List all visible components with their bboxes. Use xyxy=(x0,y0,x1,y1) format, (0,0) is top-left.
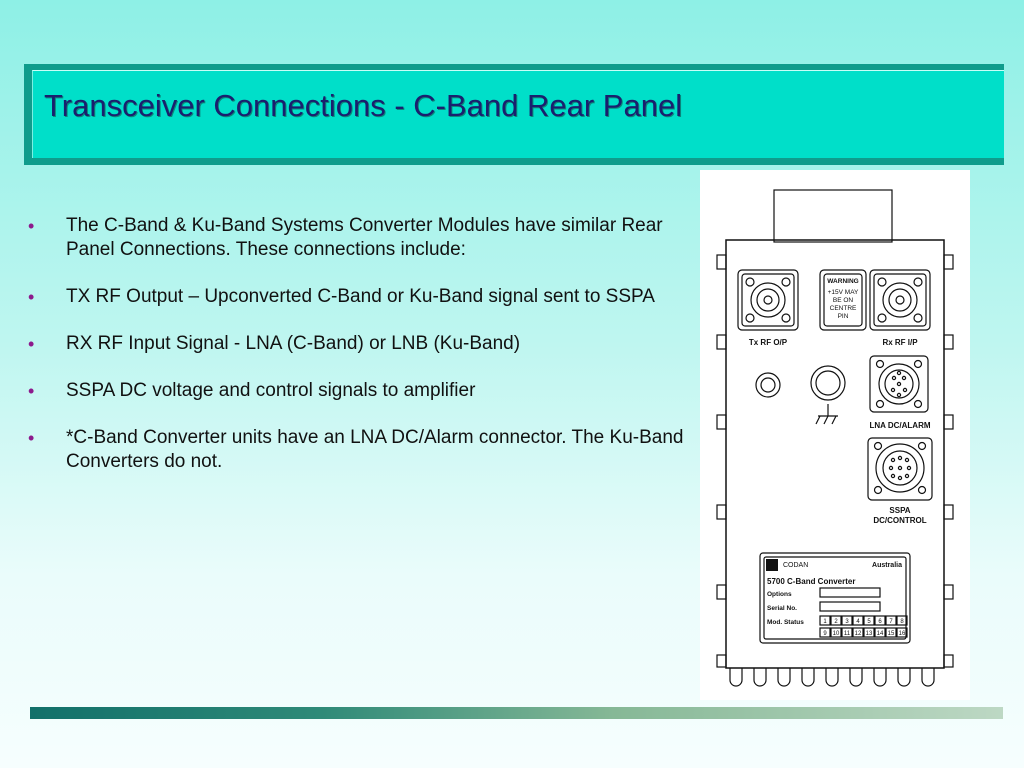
bullet-item: • RX RF Input Signal - LNA (C-Band) or LN… xyxy=(28,332,688,356)
tx-label: Tx RF O/P xyxy=(749,338,788,347)
status-number: 3 xyxy=(845,619,849,625)
bullet-icon: • xyxy=(28,216,35,236)
bullet-list: • The C-Band & Ku-Band Systems Converter … xyxy=(28,214,688,497)
status-number: 5 xyxy=(867,619,871,625)
warning-line: CENTRE xyxy=(830,305,857,312)
status-number: 16 xyxy=(899,631,906,637)
rear-panel-drawing: WARNING +15V MAY BE ON CENTRE PIN Tx RF … xyxy=(716,189,954,687)
bullet-item: • TX RF Output – Upconverted C-Band or Ku… xyxy=(28,285,688,309)
lna-connector-icon xyxy=(869,355,929,413)
name-plate xyxy=(759,552,911,644)
status-number: 13 xyxy=(866,631,873,637)
warning-line: +15V MAY xyxy=(828,289,859,296)
plate-brand: CODAN xyxy=(783,562,808,569)
panel-feet xyxy=(729,668,935,687)
plate-country: Australia xyxy=(872,562,902,569)
status-number: 11 xyxy=(844,631,851,637)
lna-label: LNA DC/ALARM xyxy=(869,421,930,430)
round-connector-icon xyxy=(755,372,781,398)
status-number: 6 xyxy=(878,619,882,625)
sspa-label: SSPA xyxy=(889,506,910,515)
bullet-item: • *C-Band Converter units have an LNA DC/… xyxy=(28,426,688,474)
warning-line: WARNING xyxy=(827,278,858,285)
warning-line: PIN xyxy=(838,313,849,320)
status-number: 1 xyxy=(823,619,827,625)
status-number: 4 xyxy=(856,619,860,625)
status-number: 15 xyxy=(888,631,895,637)
status-number: 14 xyxy=(877,631,884,637)
status-number: 12 xyxy=(855,631,862,637)
tx-connector-icon xyxy=(737,269,799,331)
rear-panel-figure: WARNING +15V MAY BE ON CENTRE PIN Tx RF … xyxy=(700,170,970,700)
footer-bar xyxy=(30,707,1003,719)
title-bar xyxy=(32,70,1004,158)
warning-box xyxy=(819,269,867,331)
plate-model: 5700 C-Band Converter xyxy=(767,577,855,586)
status-number: 9 xyxy=(823,631,827,637)
sspa-label: DC/CONTROL xyxy=(873,516,926,525)
codan-logo xyxy=(766,559,778,571)
plate-mod-status: Mod. Status xyxy=(767,619,804,626)
sspa-connector-icon xyxy=(867,437,933,501)
ground-stud-icon xyxy=(810,365,846,425)
bullet-item: • SSPA DC voltage and control signals to … xyxy=(28,379,688,403)
bullet-icon: • xyxy=(28,287,35,307)
plate-serial: Serial No. xyxy=(767,605,797,612)
warning-line: BE ON xyxy=(833,297,854,304)
status-number: 8 xyxy=(900,619,904,625)
status-number: 10 xyxy=(833,631,840,637)
bullet-text: The C-Band & Ku-Band Systems Converter M… xyxy=(66,215,663,260)
bullet-text: *C-Band Converter units have an LNA DC/A… xyxy=(66,427,684,472)
status-number: 2 xyxy=(834,619,838,625)
rx-connector-icon xyxy=(869,269,931,331)
status-number: 7 xyxy=(889,619,893,625)
top-cover xyxy=(773,189,893,243)
bullet-icon: • xyxy=(28,381,35,401)
bullet-text: RX RF Input Signal - LNA (C-Band) or LNB… xyxy=(66,333,521,354)
bullet-icon: • xyxy=(28,428,35,448)
bullet-icon: • xyxy=(28,334,35,354)
rx-label: Rx RF I/P xyxy=(882,338,918,347)
panel-body xyxy=(725,239,945,669)
slide-title: Transceiver Connections - C-Band Rear Pa… xyxy=(44,88,683,123)
bullet-text: TX RF Output – Upconverted C-Band or Ku-… xyxy=(66,286,655,307)
bullet-text: SSPA DC voltage and control signals to a… xyxy=(66,380,476,401)
plate-options: Options xyxy=(767,591,792,598)
bullet-item: • The C-Band & Ku-Band Systems Converter … xyxy=(28,214,688,262)
